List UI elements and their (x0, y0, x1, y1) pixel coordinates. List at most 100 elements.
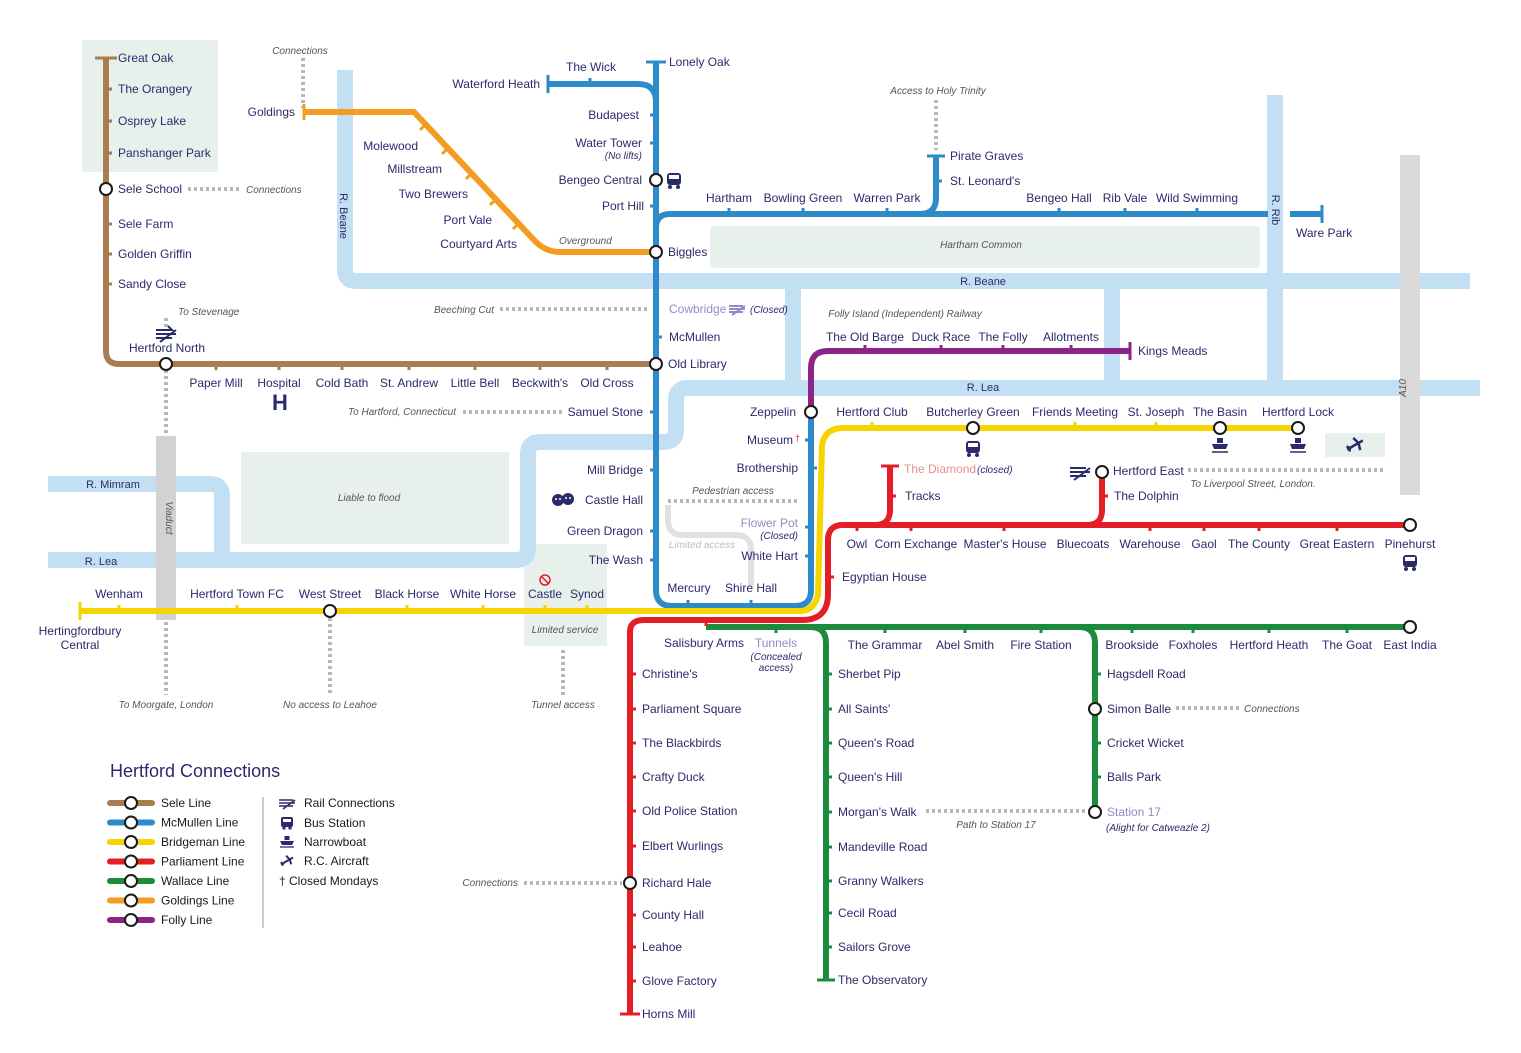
station-the-grammar[interactable]: The Grammar (848, 638, 923, 652)
station-mcmullen[interactable]: McMullen (669, 330, 720, 344)
station-castle[interactable]: Castle (528, 587, 562, 601)
station-the-old-barge[interactable]: The Old Barge (826, 330, 904, 344)
station-tunnels[interactable]: Tunnels (755, 636, 797, 650)
station-courtyard-arts[interactable]: Courtyard Arts (440, 237, 517, 251)
station-hospital[interactable]: Hospital (257, 376, 300, 390)
station-osprey-lake[interactable]: Osprey Lake (118, 114, 186, 128)
station-brookside[interactable]: Brookside (1105, 638, 1159, 652)
station-leahoe[interactable]: Leahoe (642, 940, 682, 954)
station-the-diamond[interactable]: The Diamond (904, 462, 976, 476)
station-mercury[interactable]: Mercury (667, 581, 710, 595)
station-station-17[interactable]: Station 17 (1107, 805, 1161, 819)
station-horns-mill[interactable]: Horns Mill (642, 1007, 695, 1021)
station-rib-vale[interactable]: Rib Vale (1103, 191, 1148, 205)
station-abel-smith[interactable]: Abel Smith (936, 638, 994, 652)
interchange-old-library[interactable] (649, 357, 663, 371)
station-sele-farm[interactable]: Sele Farm (118, 217, 173, 231)
station-goldings[interactable]: Goldings (248, 105, 295, 119)
station-flower-pot[interactable]: Flower Pot (741, 516, 799, 530)
station-millstream[interactable]: Millstream (387, 162, 442, 176)
station-crafty-duck[interactable]: Crafty Duck (642, 770, 706, 784)
station-warren-park[interactable]: Warren Park (854, 191, 922, 205)
station-simon-balle[interactable]: Simon Balle (1107, 702, 1171, 716)
station-richard-hale[interactable]: Richard Hale (642, 876, 712, 890)
station-hertford-heath[interactable]: Hertford Heath (1230, 638, 1309, 652)
station-beckwiths[interactable]: Beckwith's (512, 376, 568, 390)
station-allotments[interactable]: Allotments (1043, 330, 1099, 344)
station-owl[interactable]: Owl (847, 537, 868, 551)
station-bluecoats[interactable]: Bluecoats (1057, 537, 1110, 551)
station-egyptian-house[interactable]: Egyptian House (842, 570, 927, 584)
station-the-wick[interactable]: The Wick (566, 60, 617, 74)
station-two-brewers[interactable]: Two Brewers (399, 187, 468, 201)
station-brothership[interactable]: Brothership (737, 461, 799, 475)
station-the-county[interactable]: The County (1228, 537, 1290, 551)
station-gaol[interactable]: Gaol (1191, 537, 1216, 551)
station-panshanger-park[interactable]: Panshanger Park (118, 146, 212, 160)
station-masters-house[interactable]: Master's House (964, 537, 1047, 551)
station-shire-hall[interactable]: Shire Hall (725, 581, 777, 595)
station-golden-griffin[interactable]: Golden Griffin (118, 247, 192, 261)
station-hertford-lock[interactable]: Hertford Lock (1262, 405, 1335, 419)
station-cold-bath[interactable]: Cold Bath (316, 376, 369, 390)
station-cricket-wicket[interactable]: Cricket Wicket (1107, 736, 1184, 750)
interchange-west-street[interactable] (323, 604, 337, 618)
station-queens-road[interactable]: Queen's Road (838, 736, 914, 750)
station-white-hart[interactable]: White Hart (741, 549, 798, 563)
station-paper-mill[interactable]: Paper Mill (189, 376, 242, 390)
station-st-andrew[interactable]: St. Andrew (380, 376, 438, 390)
station-sherbet-pip[interactable]: Sherbet Pip (838, 667, 901, 681)
station-fire-station[interactable]: Fire Station (1010, 638, 1071, 652)
station-pirate-graves[interactable]: Pirate Graves (950, 149, 1023, 163)
station-balls-park[interactable]: Balls Park (1107, 770, 1162, 784)
station-budapest[interactable]: Budapest (588, 108, 639, 122)
station-christines[interactable]: Christine's (642, 667, 698, 681)
station-zeppelin[interactable]: Zeppelin (750, 405, 796, 419)
station-corn-exchange[interactable]: Corn Exchange (875, 537, 958, 551)
station-hertford-east[interactable]: Hertford East (1113, 464, 1184, 478)
station-kings-meads[interactable]: Kings Meads (1138, 344, 1207, 358)
interchange-the-basin[interactable] (1213, 421, 1227, 435)
station-black-horse[interactable]: Black Horse (375, 587, 440, 601)
station-sailors-grove[interactable]: Sailors Grove (838, 940, 911, 954)
station-castle-hall[interactable]: Castle Hall (585, 493, 643, 507)
station-queens-hill[interactable]: Queen's Hill (838, 770, 902, 784)
station-parliament-square[interactable]: Parliament Square (642, 702, 742, 716)
station-great-oak[interactable]: Great Oak (118, 51, 174, 65)
station-the-wash[interactable]: The Wash (589, 553, 643, 567)
station-hertford-north[interactable]: Hertford North (129, 341, 205, 355)
station-glove-factory[interactable]: Glove Factory (642, 974, 717, 988)
station-bowling-green[interactable]: Bowling Green (764, 191, 843, 205)
station-west-street[interactable]: West Street (299, 587, 362, 601)
station-old-library[interactable]: Old Library (668, 357, 727, 371)
station-museum[interactable]: Museum (747, 433, 793, 447)
station-mill-bridge[interactable]: Mill Bridge (587, 463, 643, 477)
interchange-butcherley-green[interactable] (966, 421, 980, 435)
station-water-tower[interactable]: Water Tower (575, 136, 642, 150)
station-hertford-club[interactable]: Hertford Club (836, 405, 908, 419)
station-warehouse[interactable]: Warehouse (1120, 537, 1181, 551)
station-the-orangery[interactable]: The Orangery (118, 82, 192, 96)
station-the-dolphin[interactable]: The Dolphin (1114, 489, 1179, 503)
station-green-dragon[interactable]: Green Dragon (567, 524, 643, 538)
station-county-hall[interactable]: County Hall (642, 908, 704, 922)
station-white-horse[interactable]: White Horse (450, 587, 516, 601)
station-pinehurst[interactable]: Pinehurst (1385, 537, 1436, 551)
station-elbert-wurlings[interactable]: Elbert Wurlings (642, 839, 723, 853)
interchange-east-india[interactable] (1403, 620, 1417, 634)
station-duck-race[interactable]: Duck Race (912, 330, 971, 344)
station-port-vale[interactable]: Port Vale (444, 213, 493, 227)
station-cowbridge[interactable]: Cowbridge (669, 302, 727, 316)
interchange-sele-school[interactable] (99, 182, 113, 196)
station-port-hill[interactable]: Port Hill (602, 199, 644, 213)
interchange-pinehurst[interactable] (1403, 518, 1417, 532)
station-the-blackbirds[interactable]: The Blackbirds (642, 736, 721, 750)
station-tracks[interactable]: Tracks (905, 489, 941, 503)
station-hertford-town-fc[interactable]: Hertford Town FC (190, 587, 284, 601)
interchange-bengeo-central[interactable] (649, 173, 663, 187)
station-the-folly[interactable]: The Folly (978, 330, 1027, 344)
station-the-goat[interactable]: The Goat (1322, 638, 1373, 652)
station-waterford-heath[interactable]: Waterford Heath (452, 77, 540, 91)
station-mandeville-road[interactable]: Mandeville Road (838, 840, 927, 854)
station-the-observatory[interactable]: The Observatory (838, 973, 927, 987)
